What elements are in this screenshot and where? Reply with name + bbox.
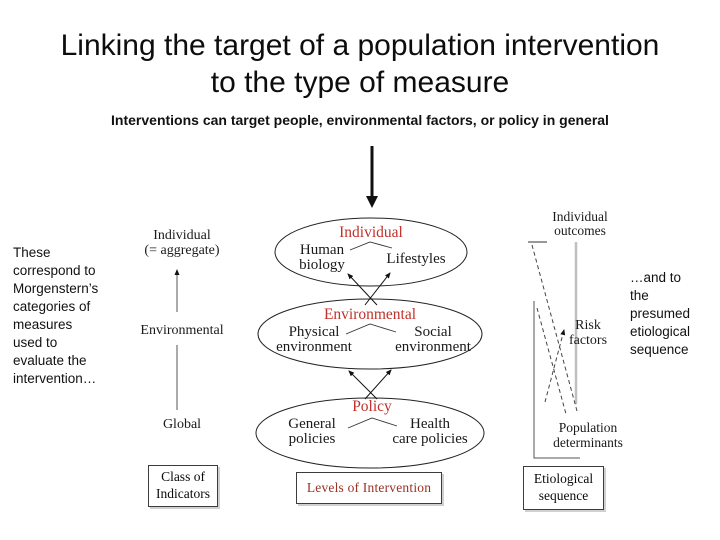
- dashed-arrow-to-risk-factors: [544, 329, 566, 403]
- dashed-link-mid-population: [536, 307, 567, 415]
- slide-subtitle: Interventions can target people, environ…: [111, 112, 609, 128]
- general-policies-label: General policies: [288, 416, 336, 447]
- etiological-sequence-box: Etiological sequence: [523, 466, 604, 510]
- policy-to-environment-arrows: [348, 369, 392, 400]
- social-environment-label: Social environment: [395, 324, 471, 355]
- axis-environmental: Environmental: [140, 323, 224, 338]
- environmental-branch-lines: [345, 323, 397, 335]
- individual-outcomes-label: Individual outcomes: [552, 209, 608, 238]
- physical-environment-label: Physical environment: [276, 324, 352, 355]
- class-of-indicators-box: Class of Indicators: [148, 465, 218, 507]
- flow-down-arrow: [366, 146, 378, 208]
- levels-of-intervention-box: Levels of Intervention: [296, 472, 442, 504]
- policy-branch-lines: [347, 417, 398, 429]
- ellipse-environmental-label: Environmental: [323, 306, 417, 323]
- ellipse-individual-outline: [274, 217, 468, 287]
- human-biology-label: Human biology: [299, 242, 345, 273]
- slide-title: Linking the target of a population inter…: [60, 29, 660, 99]
- lifestyles-label: Lifestyles: [386, 251, 446, 267]
- ellipse-policy-outline: [255, 397, 485, 469]
- population-determinants-label: Population determinants: [553, 420, 623, 450]
- dashed-link-outcomes-population: [531, 244, 578, 412]
- sequence-bracket: [533, 301, 580, 459]
- ellipse-policy-label: Policy: [352, 398, 392, 415]
- etiologic-sequence-lines: [528, 241, 580, 459]
- individual-branch-lines: [349, 241, 393, 251]
- environment-to-individual-arrows: [347, 272, 391, 306]
- right-note: …and to the presumed etiological sequenc…: [630, 270, 691, 357]
- axis-global: Global: [162, 417, 202, 432]
- risk-factors-label: Risk factors: [568, 318, 608, 348]
- axis-individual-aggregate: Individual (= aggregate): [144, 228, 220, 258]
- health-care-policies-label: Health care policies: [392, 416, 468, 447]
- left-note: These correspond to Morgenstern’s catego…: [13, 245, 99, 386]
- ellipse-individual-label: Individual: [339, 224, 403, 241]
